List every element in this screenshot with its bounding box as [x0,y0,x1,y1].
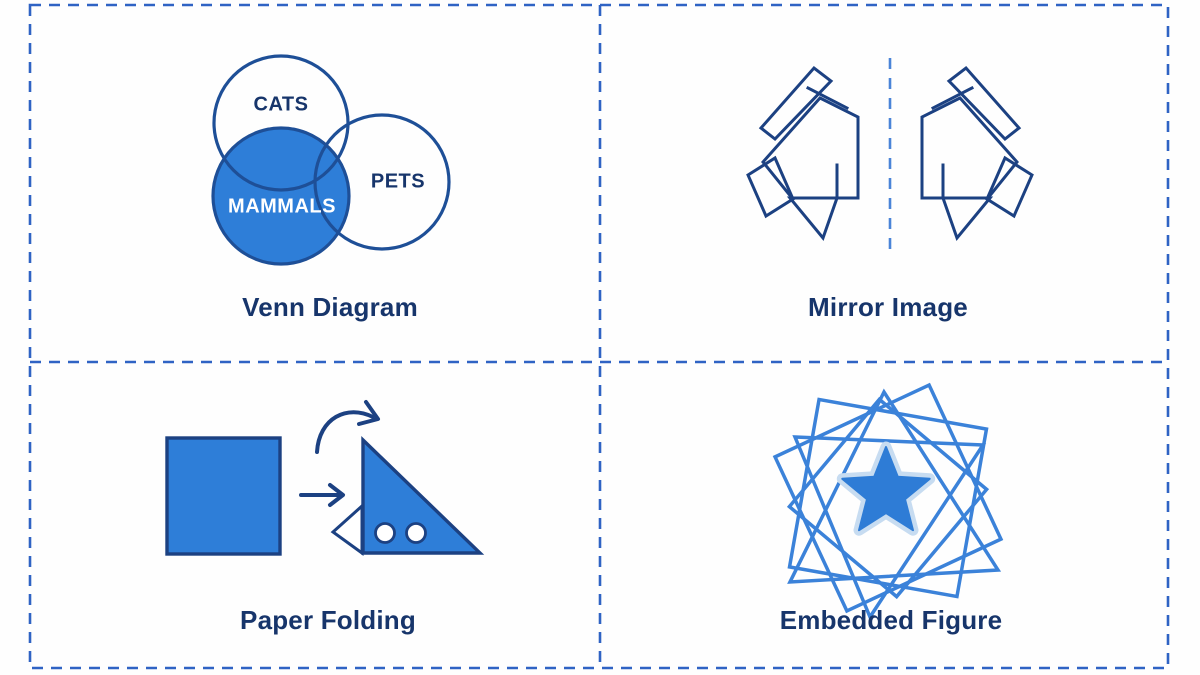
fold-flap [330,502,364,556]
mirror-figure-left [746,65,860,242]
venn-diagram-title: Venn Diagram [242,292,418,322]
cats-label: CATS [253,93,309,116]
unfolded-square [165,436,282,556]
mirror-image-title: Mirror Image [808,292,968,322]
grid-border [28,3,1170,670]
mirror-figure-right [920,66,1034,240]
paper-folding-figure [165,400,485,556]
mirror-figure [746,58,1034,252]
embedded-star [836,441,936,536]
mammals-label: MAMMALS [228,195,336,218]
embedded-figure-title: Embedded Figure [779,605,1003,635]
overlapping-outline-shapes [772,382,1004,621]
folded-triangle [361,435,485,555]
mammals-circle [211,126,351,266]
punched-holes [374,522,427,544]
pets-circle [313,113,451,251]
embedded-figure [772,382,1004,621]
venn-figure [211,54,451,266]
rotate-arrow-icon [315,400,380,454]
pets-label: PETS [370,170,426,193]
right-arrow-icon [299,483,345,507]
paper-folding-title: Paper Folding [240,605,416,635]
